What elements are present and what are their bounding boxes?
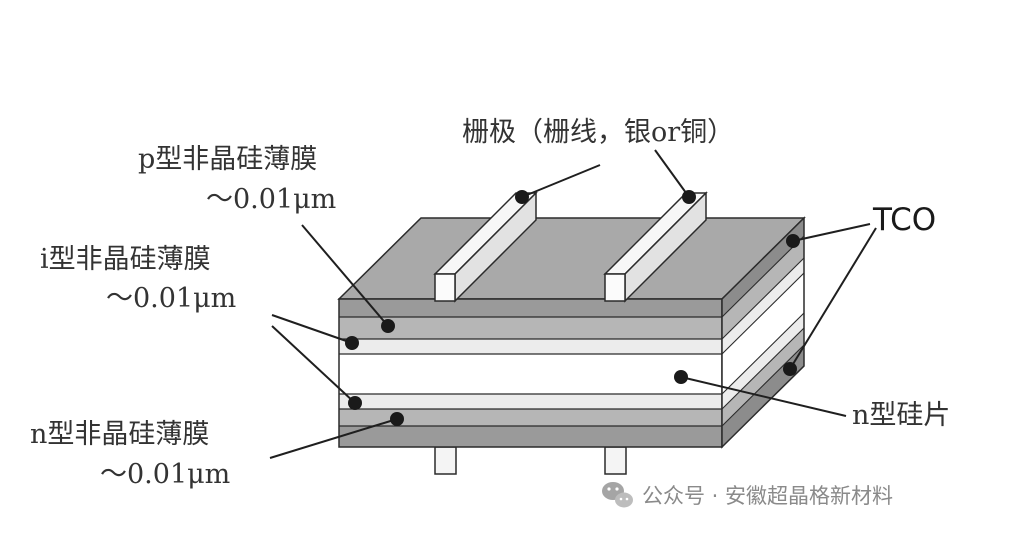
top-grid-finger-left: [433, 191, 538, 303]
wechat-icon: [602, 482, 633, 508]
label-grid: 栅极（栅线，银or铜）: [462, 117, 734, 148]
tco-bottom-layer: [339, 426, 722, 447]
p-amorphous-layer: [339, 317, 722, 339]
marker-dots: [345, 190, 800, 426]
n-silicon-wafer: [339, 354, 722, 394]
bottom-grid-fingers: [434, 446, 627, 475]
label-n-film: n型非晶硅薄膜: [30, 419, 209, 450]
watermark-text: 公众号 · 安徽超晶格新材料: [642, 484, 893, 508]
tco-top-marker: [786, 234, 800, 248]
label-i-thickness: ～0.01μm: [106, 283, 236, 314]
label-i-film: i型非晶硅薄膜: [40, 244, 211, 275]
front-face-layers: [338, 298, 723, 448]
grid-right-marker: [682, 190, 696, 204]
tco-bottom-marker: [783, 362, 797, 376]
grid-left-marker: [515, 190, 529, 204]
label-n-wafer: n型硅片: [852, 400, 950, 431]
label-p-thickness: ～0.01μm: [206, 184, 336, 215]
tco-top-layer: [339, 299, 722, 317]
label-p-film: p型非晶硅薄膜: [138, 144, 317, 175]
watermark: 公众号 · 安徽超晶格新材料: [602, 482, 893, 508]
leader-lines: [269, 149, 877, 459]
i-layer-top-marker: [345, 336, 359, 350]
i-amorphous-layer-top: [339, 339, 722, 354]
label-tco: TCO: [872, 202, 936, 238]
i-amorphous-layer-bottom: [339, 394, 722, 409]
p-layer-marker: [381, 319, 395, 333]
n-amorphous-layer: [339, 409, 722, 426]
top-grid-finger-right: [603, 191, 708, 303]
label-n-thickness: ～0.01μm: [100, 459, 230, 490]
i-layer-bottom-marker: [348, 396, 362, 410]
side-face: [721, 216, 805, 449]
n-layer-marker: [390, 412, 404, 426]
wafer-marker: [674, 370, 688, 384]
